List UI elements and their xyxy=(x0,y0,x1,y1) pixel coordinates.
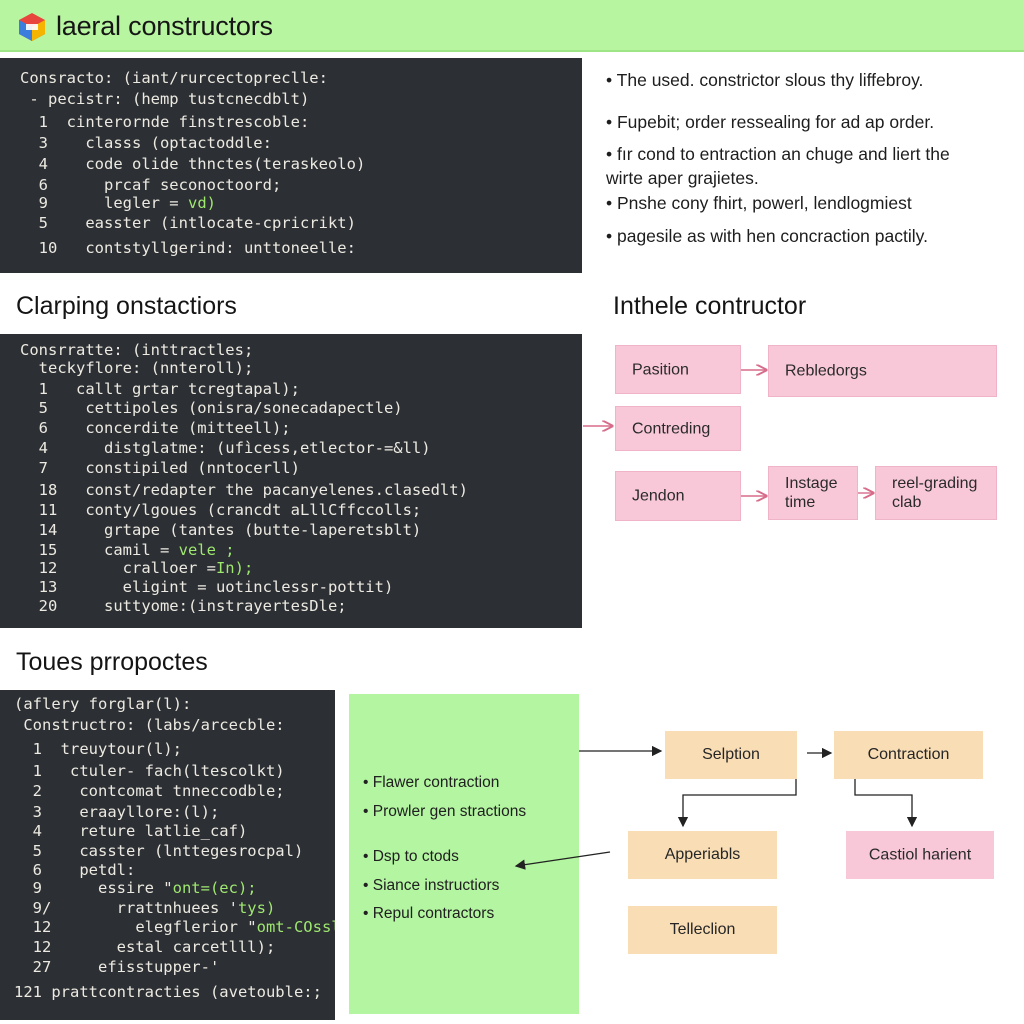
code-line: 5 cettipoles (onisra/sonecadapectle) xyxy=(20,399,403,417)
diagram-node-contraction: Contraction xyxy=(834,731,983,779)
code-line: 3 eraayllore:(l); xyxy=(14,803,220,821)
page-title: laeral constructors xyxy=(56,11,273,41)
code-line: 11 conty/lgoues (crancdt aLllCffccolls; xyxy=(20,501,422,519)
code-line: 9 legler = vd) xyxy=(20,194,216,212)
code-block-middle[interactable]: Consrratte: (inttractles; teckyflore: (n… xyxy=(0,334,582,628)
code-line: teckyflore: (nnteroll); xyxy=(20,359,254,377)
diagram-node-castiol-harient: Castiol harient xyxy=(846,831,994,879)
section-title: Toues prropoctes xyxy=(16,648,208,676)
arrow xyxy=(677,779,797,828)
section-title: Clarping onstactiors xyxy=(16,292,237,320)
code-line: 6 concerdite (mitteell); xyxy=(20,419,291,437)
code-line: 5 casster (lnttegesrocpal) xyxy=(14,842,304,860)
list-item: • Dsp to ctods xyxy=(363,848,459,865)
diagram-node-apperiabls: Apperiabls xyxy=(628,831,777,879)
list-item: • Siance instructiors xyxy=(363,877,500,894)
diagram-node-jendon: Jendon xyxy=(615,471,741,521)
list-item: • Repul contractors xyxy=(363,905,495,922)
code-line: 12 estal carcetlll); xyxy=(14,938,276,956)
code-line: Consracto: (iant/rurcectopreclle: xyxy=(20,69,328,87)
code-line: 4 distglatme: (ufìcess,etlector-=&ll) xyxy=(20,439,431,457)
code-line: 9/ rrattnhuees 'tys) xyxy=(14,899,276,917)
list-item: • Prowler gen stractions xyxy=(363,803,527,820)
code-line: 27 efisstupper-' xyxy=(14,958,220,976)
diagram-node-rebledorgs: Rebledorgs xyxy=(768,345,997,397)
code-line: 3 classs (optactoddle: xyxy=(20,134,272,152)
list-item: • fır cond to entraction an chuge and li… xyxy=(606,144,950,164)
code-block-top[interactable]: Consracto: (iant/rurcectopreclle: - peci… xyxy=(0,58,582,273)
list-item: • pagesile as with hen concraction pacti… xyxy=(606,226,928,246)
code-line: 6 prcaf seconoctoord; xyxy=(20,176,282,194)
code-line: 1 callt grtar tcregtapal); xyxy=(20,380,300,398)
list-item: • Flawer contraction xyxy=(363,774,500,791)
code-line: 7 constipiled (nntocerll) xyxy=(20,459,300,477)
list-item: • The used. constrictor slous thy liffeb… xyxy=(606,70,924,90)
list-item: • Fupebit; order ressealing for ad ap or… xyxy=(606,112,935,132)
list-item: wirte aper grajietes. xyxy=(606,168,759,188)
code-line: 4 code olide thnctes(teraskeolo) xyxy=(20,155,366,173)
diagram-node-instage-time: Instage time xyxy=(768,466,858,520)
code-line: 6 petdl: xyxy=(14,861,136,879)
code-line: Consrratte: (inttractles; xyxy=(20,341,254,359)
code-line: 1 cinterornde finstrescoble: xyxy=(20,113,310,131)
code-line: 14 grtape (tantes (butte-laperetsblt) xyxy=(20,521,422,539)
arrow xyxy=(854,779,918,828)
code-line: 20 suttyome:(instrayertesDle; xyxy=(20,597,347,615)
code-block-bottom[interactable]: (aflery forglar(l): Constructro: (labs/a… xyxy=(0,690,335,1020)
code-line: 2 contcomat tnneccodble; xyxy=(14,782,285,800)
diagram-node-reel-grading: reel-grading clab xyxy=(875,466,997,520)
diagram-node-telleclion: Telleclion xyxy=(628,906,777,954)
code-line: 18 const/redapter the pacanyelenes.clase… xyxy=(20,481,468,499)
code-line: 4 returе latlie_caf) xyxy=(14,822,248,840)
code-line: 9 essire "ont=(ec); xyxy=(14,879,257,897)
code-line: 10 contstyllgerind: unttoneelle: xyxy=(20,239,356,257)
app-header: laeral constructors xyxy=(0,0,1024,52)
list-item: • Pnshe cony fhirt, powerl, lendlogmiest xyxy=(606,193,912,213)
code-line: 13 eligint = uotinclessr-pottit) xyxy=(20,578,394,596)
code-line: - pecistr: (hemp tustcnecdblt) xyxy=(20,90,310,108)
app-logo-icon xyxy=(19,13,45,41)
code-line: 15 camil = vele ; xyxy=(20,541,235,559)
diagram-node-contreding: Contreding xyxy=(615,406,741,451)
code-line: 121 prattcontracties (avetouble:; xyxy=(14,983,322,1001)
feature-panel: • Flawer contraction • Prowler gen strac… xyxy=(349,694,579,1014)
code-line: 1 ctuler- fach(ltescolkt) xyxy=(14,762,285,780)
code-line: (aflery forglar(l): xyxy=(14,695,192,713)
diagram-title: Inthele contructor xyxy=(613,292,807,320)
code-line: 1 treuytour(l); xyxy=(14,740,182,758)
diagram-node-selption: Selption xyxy=(665,731,797,779)
code-line: 12 cralloer =In); xyxy=(20,559,254,577)
diagram-node-pasition: Pasition xyxy=(615,345,741,394)
code-line: 12 elegflerior "omt-COssl) xyxy=(14,918,335,936)
code-line: Constructro: (labs/arcecble: xyxy=(14,716,285,734)
code-line: 5 easster (intlocate-cpricrikt) xyxy=(20,214,356,232)
